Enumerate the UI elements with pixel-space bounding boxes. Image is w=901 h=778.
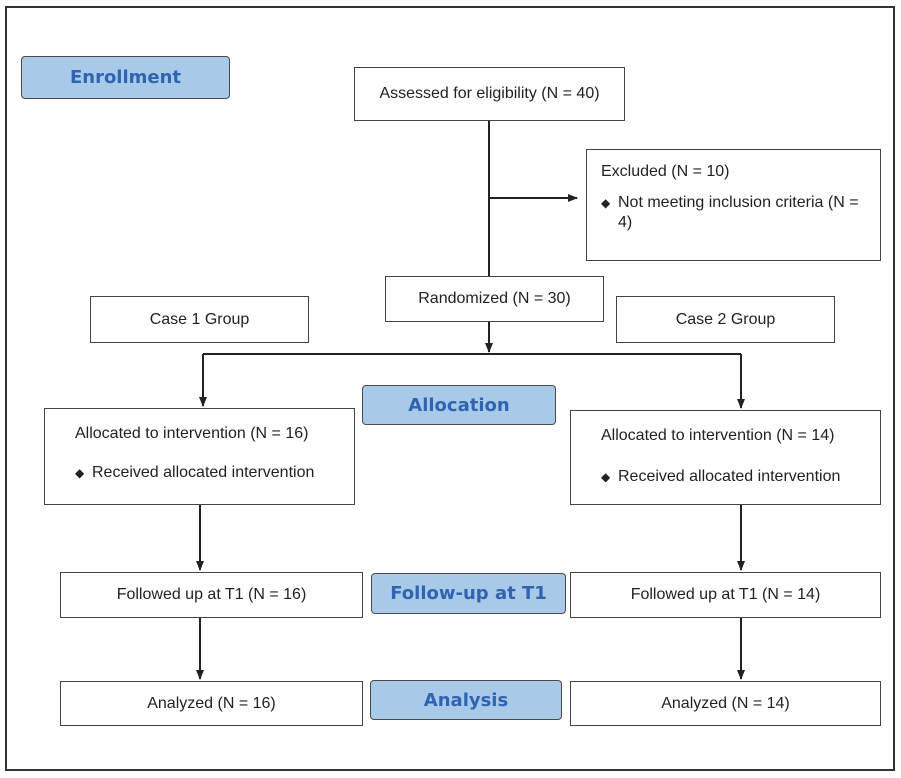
box-allocated-left-title: Allocated to intervention (N = 16): [75, 425, 309, 442]
box-excluded-title: Excluded (N = 10): [601, 163, 730, 180]
box-randomized-text: Randomized (N = 30): [418, 290, 571, 307]
box-followed-left: Followed up at T1 (N = 16): [60, 572, 363, 618]
box-followed-right: Followed up at T1 (N = 14): [570, 572, 881, 618]
box-case2-group: Case 2 Group: [616, 296, 835, 343]
box-assessed: Assessed for eligibility (N = 40): [354, 67, 625, 121]
box-followed-right-text: Followed up at T1 (N = 14): [630, 586, 821, 603]
box-allocated-left: Allocated to intervention (N = 16) ◆ Rece…: [44, 408, 355, 505]
diagram-frame: [5, 6, 895, 771]
stage-enrollment: Enrollment: [21, 56, 230, 99]
box-analyzed-right-text: Analyzed (N = 14): [661, 694, 790, 712]
box-case1-group-text: Case 1 Group: [149, 310, 250, 328]
stage-allocation-label: Allocation: [408, 394, 510, 416]
box-allocated-right: Allocated to intervention (N = 14) ◆ Rece…: [570, 410, 881, 505]
stage-followup-label: Follow-up at T1: [390, 583, 547, 604]
box-analyzed-right: Analyzed (N = 14): [570, 681, 881, 726]
stage-analysis: Analysis: [370, 680, 562, 720]
box-case1-group: Case 1 Group: [90, 296, 309, 343]
box-allocated-right-bullet: Received allocated intervention: [618, 468, 841, 485]
box-followed-left-text: Followed up at T1 (N = 16): [116, 586, 307, 603]
box-randomized: Randomized (N = 30): [385, 276, 604, 322]
box-excluded: Excluded (N = 10) ◆ Not meeting inclusion…: [586, 149, 881, 261]
box-allocated-right-bullet-row: ◆ Received allocated intervention: [601, 467, 880, 487]
box-analyzed-left: Analyzed (N = 16): [60, 681, 363, 726]
box-allocated-left-bullet-row: ◆ Received allocated intervention: [75, 463, 354, 483]
stage-enrollment-label: Enrollment: [69, 67, 182, 88]
box-analyzed-left-text: Analyzed (N = 16): [147, 694, 276, 712]
box-case2-group-text: Case 2 Group: [675, 310, 776, 328]
diamond-bullet-icon: ◆: [601, 470, 611, 484]
box-excluded-bullet-row: ◆ Not meeting inclusion criteria (N = 4): [601, 193, 866, 233]
stage-followup: Follow-up at T1: [371, 573, 566, 614]
box-allocated-right-title: Allocated to intervention (N = 14): [601, 427, 835, 444]
box-allocated-left-bullet: Received allocated intervention: [92, 464, 315, 481]
box-assessed-text: Assessed for eligibility (N = 40): [379, 85, 600, 102]
diamond-bullet-icon: ◆: [75, 466, 85, 480]
stage-allocation: Allocation: [362, 385, 556, 425]
box-excluded-bullet: Not meeting inclusion criteria (N = 4): [618, 194, 859, 231]
stage-analysis-label: Analysis: [423, 689, 509, 711]
diamond-bullet-icon: ◆: [601, 196, 611, 210]
